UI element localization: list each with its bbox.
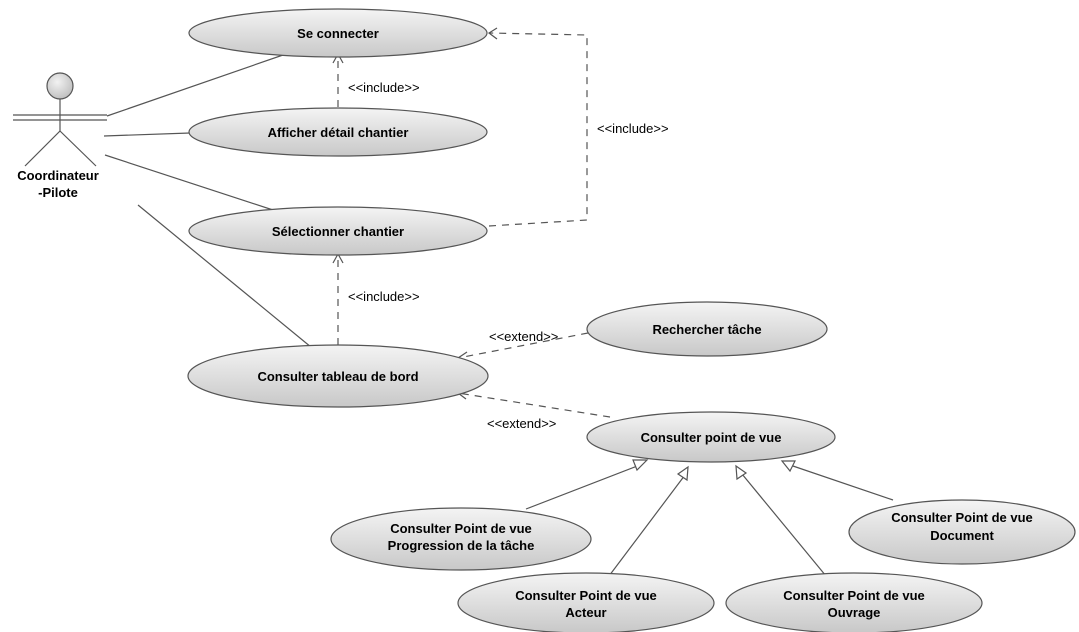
use-case-selectionner-chantier[interactable]: Sélectionner chantier bbox=[188, 206, 488, 256]
label-extend-point-vue: <<extend>> bbox=[487, 416, 556, 431]
use-case-ellipse bbox=[725, 572, 983, 632]
actor-name-line2: -Pilote bbox=[38, 185, 78, 200]
label-include-select: <<include>> bbox=[597, 121, 669, 136]
use-case-label-line1: Consulter Point de vue bbox=[515, 588, 657, 603]
gen-acteur-line bbox=[605, 474, 686, 581]
use-case-pv-progression[interactable]: Consulter Point de vue Progression de la… bbox=[330, 507, 592, 571]
gen-document-triangle bbox=[780, 460, 796, 473]
use-case-ellipse bbox=[187, 344, 489, 408]
use-case-ellipse bbox=[188, 206, 488, 256]
use-case-pv-acteur[interactable]: Consulter Point de vue Acteur bbox=[457, 572, 715, 632]
use-case-label-line2: Progression de la tâche bbox=[388, 538, 535, 553]
use-case-label: Rechercher tâche bbox=[652, 322, 761, 337]
use-case-label-line1: Consulter Point de vue bbox=[891, 510, 1033, 525]
use-case-label: Consulter point de vue bbox=[641, 430, 782, 445]
use-case-rechercher-tache[interactable]: Rechercher tâche bbox=[586, 301, 828, 357]
use-case-consulter-tableau-de-bord[interactable]: Consulter tableau de bord bbox=[187, 344, 489, 408]
assoc-consulter-tableau bbox=[137, 204, 318, 353]
use-case-ellipse bbox=[848, 499, 1076, 565]
use-case-ellipse bbox=[586, 411, 836, 463]
use-case-label-line2: Acteur bbox=[565, 605, 606, 620]
assoc-selectionner bbox=[104, 154, 274, 211]
use-case-label: Consulter tableau de bord bbox=[257, 369, 418, 384]
use-case-label: Se connecter bbox=[297, 26, 379, 41]
actor-leg-left bbox=[24, 130, 61, 167]
generalizations bbox=[525, 459, 894, 581]
include-select-line bbox=[488, 32, 588, 227]
use-case-label-line1: Consulter Point de vue bbox=[390, 521, 532, 536]
gen-ouvrage-triangle bbox=[735, 464, 748, 481]
actor-coordinateur-pilote[interactable]: Coordinateur -Pilote bbox=[13, 72, 107, 200]
gen-progression-triangle bbox=[632, 459, 649, 472]
use-case-label-line1: Consulter Point de vue bbox=[783, 588, 925, 603]
use-case-consulter-point-de-vue[interactable]: Consulter point de vue bbox=[586, 411, 836, 463]
label-include-tableau: <<include>> bbox=[348, 289, 420, 304]
actor-name-line1: Coordinateur bbox=[17, 168, 99, 183]
extend-point-vue-line bbox=[457, 392, 611, 418]
gen-acteur-triangle bbox=[676, 465, 689, 482]
use-case-label-line2: Document bbox=[930, 528, 994, 543]
extend-recherche-line bbox=[457, 332, 589, 359]
use-case-label: Afficher détail chantier bbox=[268, 125, 409, 140]
use-case-pv-ouvrage[interactable]: Consulter Point de vue Ouvrage bbox=[725, 572, 983, 632]
gen-document-line bbox=[789, 464, 894, 501]
use-case-se-connecter[interactable]: Se connecter bbox=[188, 8, 488, 58]
use-case-ellipse bbox=[330, 507, 592, 571]
assoc-se-connecter bbox=[106, 54, 284, 117]
use-case-label-line2: Ouvrage bbox=[828, 605, 881, 620]
use-case-ellipse bbox=[188, 107, 488, 157]
gen-progression-line bbox=[525, 464, 641, 510]
label-include-detail: <<include>> bbox=[348, 80, 420, 95]
assoc-afficher-detail bbox=[103, 132, 191, 137]
use-case-label: Sélectionner chantier bbox=[272, 224, 404, 239]
use-case-afficher-detail-chantier[interactable]: Afficher détail chantier bbox=[188, 107, 488, 157]
associations bbox=[103, 54, 318, 353]
label-extend-recherche: <<extend>> bbox=[489, 329, 558, 344]
gen-ouvrage-line bbox=[741, 473, 827, 577]
use-case-ellipse bbox=[188, 8, 488, 58]
use-case-pv-document[interactable]: Consulter Point de vue Document bbox=[848, 499, 1076, 565]
include-select-arrowhead bbox=[487, 27, 498, 40]
actor-head bbox=[46, 72, 74, 100]
actor-leg-right bbox=[59, 130, 97, 167]
use-case-ellipse bbox=[586, 301, 828, 357]
use-case-ellipse bbox=[457, 572, 715, 632]
